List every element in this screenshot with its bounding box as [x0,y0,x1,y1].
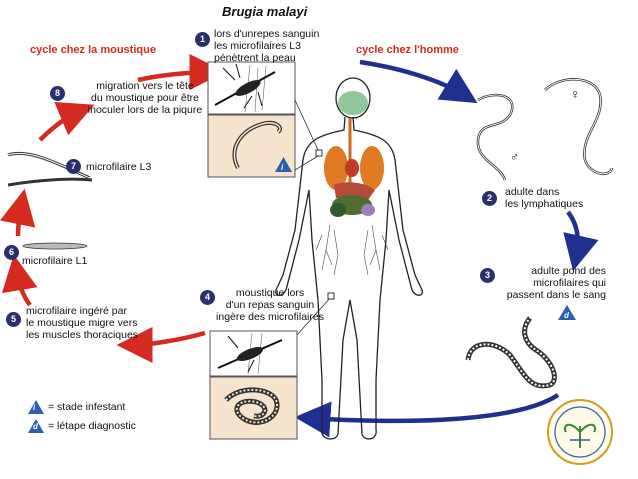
male-symbol: ♂ [510,150,519,164]
university-logo [547,399,613,465]
step-5-badge: 5 [6,312,21,327]
step-5-text: microfilaire ingéré par le moustique mig… [26,305,139,341]
step-8-text: migration vers le tête du moustique pour… [87,80,203,116]
red-arrow-4-to-5 [116,326,206,363]
mosquito-cycle-arrows [0,54,226,363]
step-6-text: microfilaire L1 [22,255,88,267]
cycle-human-label: cycle chez l'homme [356,44,459,56]
diagnostic-triangle-icon: d [28,419,44,433]
human-cycle-arrows [294,59,599,438]
mosquito-bite-box-bottom [209,330,298,377]
legend-diagnostic: d = létape diagnostic [28,419,136,433]
red-arrow-6-to-7 [0,188,36,237]
blood-microfilaria [465,316,557,389]
step-8-badge: 8 [50,86,65,101]
legend-diagnostic-label: = létape diagnostic [48,419,136,432]
red-arrow-8-to-1 [137,54,226,91]
microfilaria-box-bottom [209,376,298,440]
red-arrow-7-to-8 [38,102,95,142]
step-7-text: microfilaire L3 [86,161,152,173]
step-2-badge: 2 [482,191,497,206]
step-6-badge: 6 [4,245,19,260]
step-7-badge: 7 [66,159,81,174]
diagnostic-stage-triangle: d [558,305,576,320]
svg-text:i: i [281,163,284,172]
step-1-text: lors d'unrepes sanguin les microfilaires… [214,28,320,64]
human-body [275,77,423,440]
female-symbol: ♀ [570,86,581,102]
infective-triangle-icon: i [28,400,44,414]
infective-stage-triangle-top: i [275,157,292,172]
step-4-badge: 4 [200,290,215,305]
blue-arrow-2-to-3 [563,210,599,272]
step-1-badge: 1 [195,32,210,47]
human-organs [324,91,384,217]
mosquito-bite-box-top [207,61,296,115]
cycle-mosquito-label: cycle chez la moustique [30,44,156,56]
diagram-title: Brugia malayi [222,4,308,19]
legend-infective-label: = stade infestant [48,400,126,413]
blue-arrow-3-to-4 [294,393,560,438]
step-4-text: moustique lors d'un repas sanguin ingère… [216,287,324,323]
step-3-badge: 3 [480,268,495,283]
adult-worms [476,78,614,181]
step-2-text: adulte dans les lymphatiques [505,186,584,210]
legend-infective: i = stade infestant [28,400,125,414]
step-3-text: adulte pond des microfilaires qui passen… [506,265,606,301]
red-arrow-5-to-6 [1,254,38,307]
microfilaria-l1-drawing [22,242,88,250]
blue-arrow-1-to-2 [359,59,478,104]
svg-text:d: d [564,311,570,320]
lymphatic-vessels [315,224,389,276]
